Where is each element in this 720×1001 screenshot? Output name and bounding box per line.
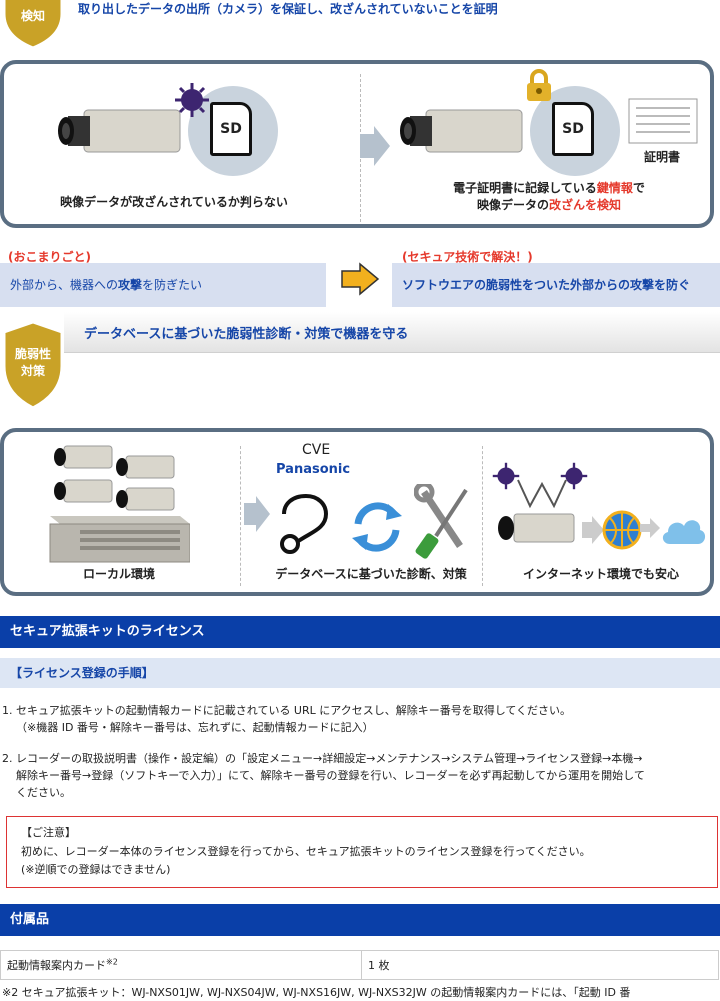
step2-line3: ください。: [16, 786, 71, 799]
problem-bar: 外部から、機器への攻撃を防ぎたい: [0, 263, 326, 307]
sd-card-icon: SD: [210, 102, 252, 156]
solution-label: (セキュア技術で解決！): [402, 250, 533, 264]
arrow-right-icon-2: [244, 496, 270, 532]
vuln-banner-text: データベースに基づいた脆弱性診断・対策で機器を守る: [84, 327, 409, 342]
notice-line2: (※逆順での登録はできません): [21, 863, 171, 876]
left-caption: 映像データが改ざんされているか判らない: [60, 195, 288, 209]
recorder-icon: [49, 516, 190, 563]
notice-line1: 初めに、レコーダー本体のライセンス登録を行ってから、セキュア拡張キットのライセン…: [21, 845, 591, 858]
notice-box: 【ご注意】 初めに、レコーダー本体のライセンス登録を行ってから、セキュア拡張キッ…: [6, 816, 718, 888]
step1-line1: 1. セキュア拡張キットの起動情報カードに記載されている URL にアクセスし、…: [2, 704, 572, 717]
vuln-badge-line2: 対策: [20, 364, 45, 378]
right-caption-text-a: 電子証明書に記録している: [453, 181, 597, 195]
shield-icon: [2, 0, 64, 50]
tools-icon: [414, 484, 468, 559]
problem-text-c: を防ぎたい: [142, 278, 203, 292]
right-caption-text-c: で: [632, 181, 645, 195]
caption-internet: インターネット環境でも安心: [522, 567, 679, 581]
detect-badge-label: 検知: [20, 9, 45, 23]
problem-text-a: 外部から、機器への: [10, 278, 119, 292]
footnote: ※2 セキュア拡張キット：WJ-NXS01JW, WJ-NXS04JW, WJ-…: [2, 986, 631, 999]
vuln-divider-2: [482, 446, 483, 586]
cloud-icon: [640, 518, 706, 544]
problem-text-b: 攻撃: [118, 278, 143, 292]
step1-line2: （※機器 ID 番号・解除キー番号は、忘れずに、起動情報カードに記入）: [16, 721, 374, 734]
camera-icon-internet: [498, 513, 575, 543]
vuln-banner: データベースに基づいた脆弱性診断・対策で機器を守る: [64, 312, 720, 353]
notice-title: 【ご注意】: [21, 826, 76, 839]
key-info-highlight: 鍵情報: [596, 181, 633, 195]
stethoscope-icon: [280, 494, 329, 554]
license-subheading: 【ライセンス登録の手順】: [0, 658, 720, 688]
detect-badge: 検知: [0, 0, 66, 60]
verify-panel: SD 映像データが改ざんされているか判らない SD 証明書 電子証明書に記録して…: [0, 60, 714, 228]
globe-icon: [582, 510, 642, 550]
lock-icon: [527, 69, 551, 101]
right-caption: 電子証明書に記録している鍵情報で 映像データの改ざんを検知: [384, 180, 714, 214]
sd-card-icon-right: SD: [552, 102, 594, 156]
camera-group-icon: [54, 445, 175, 511]
accessories-heading: 付属品: [0, 904, 720, 936]
virus-icon: [175, 83, 209, 117]
arrow-right-icon: [360, 126, 390, 166]
accessories-table: 起動情報案内カード※2 1 枚: [0, 950, 719, 980]
virus-icon-2: [560, 462, 588, 490]
refresh-icon: [352, 502, 402, 552]
attack-lines-icon: [517, 479, 567, 509]
vuln-divider-1: [240, 446, 241, 586]
item-qty: 1 枚: [361, 950, 719, 980]
verify-banner: 取り出したデータの出所（カメラ）を保証し、改ざんされていないことを証明: [78, 2, 498, 16]
certificate-label: 証明書: [644, 150, 681, 164]
item-name-cell: 起動情報案内カード※2: [0, 950, 362, 980]
vuln-badge: 脆弱性 対策: [0, 320, 66, 410]
arrow-right-gold-icon: [341, 262, 380, 296]
shield-icon-vuln: [2, 320, 64, 410]
problem-label: (おこまりごと): [8, 250, 91, 264]
vuln-panel: ローカル環境 CVE Panasonic データベースに基づいた診断、対策: [0, 428, 714, 596]
panasonic-logo: Panasonic: [276, 462, 351, 477]
step2-line1: 2. レコーダーの取扱説明書（操作・設定編）の「設定メニュー→詳細設定→メンテナ…: [2, 752, 643, 765]
step2-line2: 解除キー番号→登録（ソフトキーで入力）」にて、解除キー番号の登録を行い、レコーダ…: [16, 769, 645, 782]
vuln-badge-line1: 脆弱性: [14, 347, 51, 361]
license-heading: セキュア拡張キットのライセンス: [0, 616, 720, 648]
cve-label: CVE: [302, 442, 331, 458]
virus-icon-1: [492, 462, 520, 490]
solution-bar: ソフトウエアの脆弱性をついた外部からの攻撃を防ぐ: [392, 263, 720, 307]
item-name: 起動情報案内カード: [7, 959, 106, 972]
tamper-detect-highlight: 改ざんを検知: [549, 198, 622, 212]
table-row: 起動情報案内カード※2 1 枚: [0, 950, 719, 980]
item-note-mark: ※2: [106, 957, 118, 967]
right-caption-text-2a: 映像データの: [476, 198, 549, 212]
caption-local: ローカル環境: [82, 567, 155, 581]
caption-db: データベースに基づいた診断、対策: [275, 567, 467, 581]
camera-icon: [58, 109, 181, 153]
camera-icon-right: [400, 109, 523, 153]
certificate-icon: [628, 98, 698, 144]
